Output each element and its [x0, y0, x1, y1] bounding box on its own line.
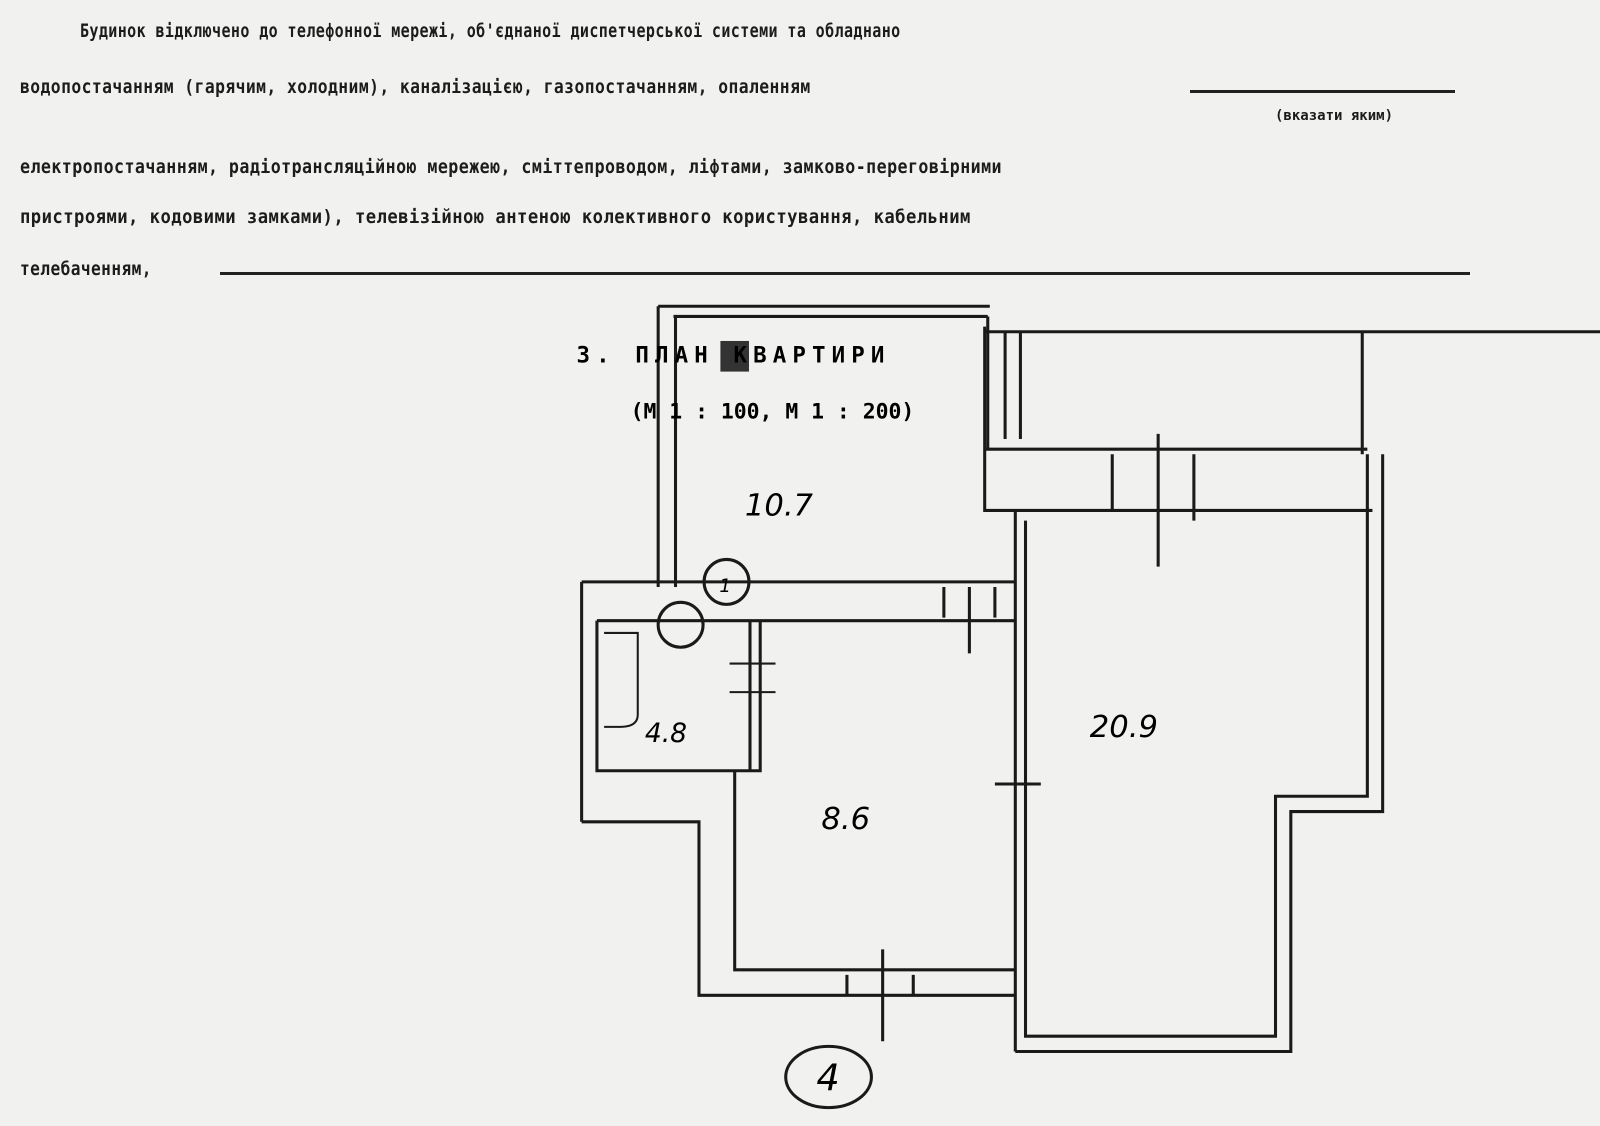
paragraph-line-4: пристроями, кодовими замками), телевізій…	[20, 206, 971, 228]
bathtub	[604, 631, 639, 728]
marker-circle-lower	[656, 600, 705, 649]
heating-blank	[1190, 88, 1455, 93]
paragraph-line-1: Будинок відключено до телефонної мережі,…	[80, 20, 901, 42]
wall-bathroom	[595, 620, 762, 773]
room-area-label: 4.8	[645, 718, 687, 749]
paragraph-line-5-text: телебаченням,	[20, 258, 152, 280]
wall-corridor	[983, 326, 1600, 567]
paragraph-line-2: водопостачанням (гарячим, холодним), кан…	[20, 76, 1455, 98]
heating-hint: (вказати яким)	[1275, 108, 1394, 124]
wall-top-room	[656, 304, 990, 587]
paragraph-line-5: телебаченням,	[20, 258, 1470, 280]
wall-room-209	[994, 454, 1385, 1054]
paragraph-line-2-text: водопостачанням (гарячим, холодним), кан…	[20, 76, 811, 98]
wall-room-86	[581, 770, 1016, 1042]
plan-scale: (М 1 : 100, М 1 : 200)	[631, 400, 915, 425]
marker-number: 1	[719, 576, 731, 597]
paragraph-line-3: електропостачанням, радіотрансляційною м…	[20, 156, 1002, 178]
room-area-label: 10.7	[745, 489, 814, 524]
page-number-circle	[784, 1044, 873, 1110]
stamp-icon	[720, 340, 749, 372]
wall-partition	[580, 580, 1016, 822]
cable-tv-blank	[220, 270, 1470, 275]
page-number: 4	[816, 1056, 839, 1099]
room-area-label: 8.6	[821, 802, 870, 837]
marker-circle	[702, 557, 751, 606]
room-area-label: 20.9	[1090, 710, 1158, 745]
plan-title: 3. ПЛАН КВАРТИРИ	[577, 342, 891, 368]
